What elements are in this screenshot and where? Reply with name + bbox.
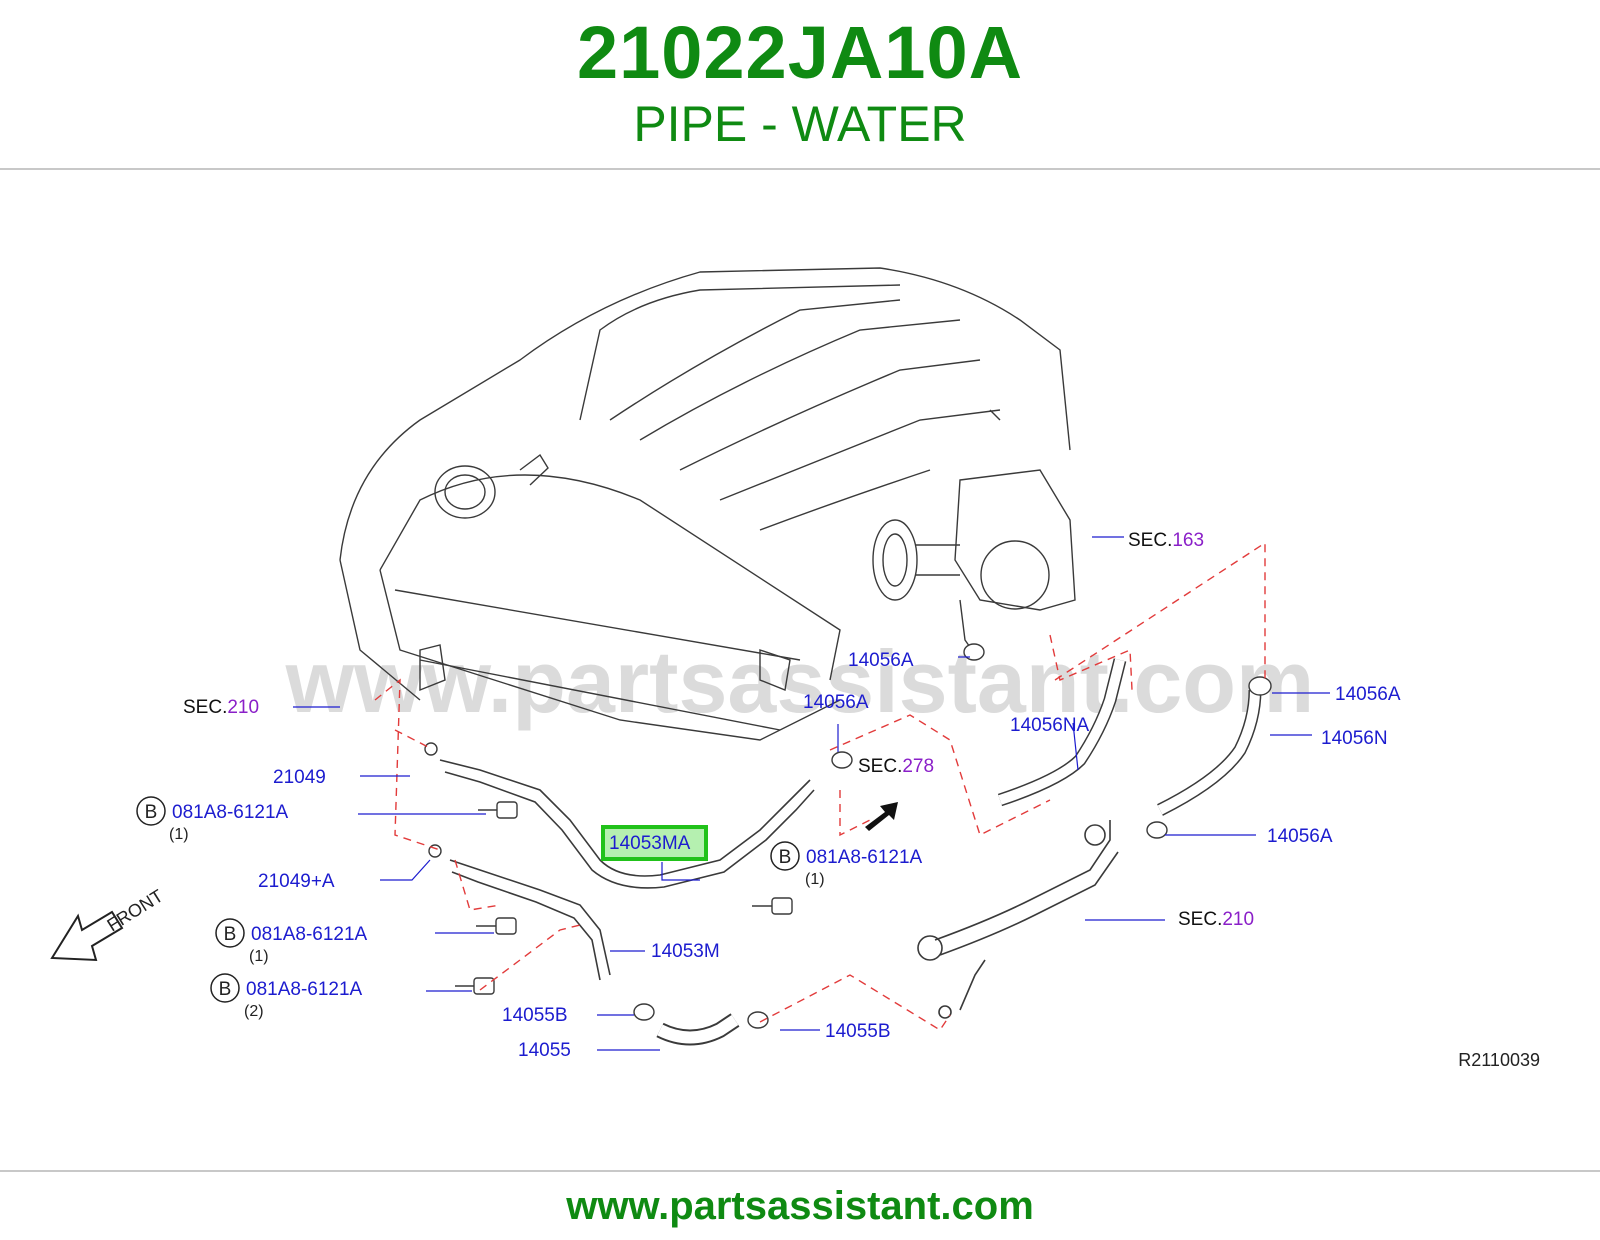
callout-14055B-1[interactable]: 14055B bbox=[502, 1005, 568, 1026]
bolt-symbol-2-letter: B bbox=[779, 847, 792, 868]
callout-bolt-2-qty: (1) bbox=[805, 871, 825, 888]
dashed-reference-lines bbox=[374, 541, 1266, 1031]
header: 21022JA10A PIPE - WATER bbox=[0, 0, 1600, 168]
callout-14056A-4[interactable]: 14056A bbox=[1267, 826, 1333, 847]
callout-bolt-1[interactable]: 081A8-6121A bbox=[172, 802, 289, 823]
bolt-symbol-1-letter: B bbox=[145, 802, 158, 823]
sec-prefix: SEC. bbox=[1128, 530, 1172, 551]
footer-divider bbox=[0, 1170, 1600, 1172]
callout-bolt-4[interactable]: 081A8-6121A bbox=[246, 979, 363, 1000]
bolt-symbol-3-letter: B bbox=[224, 924, 237, 945]
bolt-symbol-3 bbox=[215, 918, 245, 948]
part-highlight-box bbox=[601, 825, 708, 861]
callout-bolt-1-qty: (1) bbox=[169, 826, 189, 843]
part-number-title: 21022JA10A bbox=[576, 11, 1024, 94]
part-name-subtitle: PIPE - WATER bbox=[633, 96, 967, 152]
parts-diagram: www.partsassistant.com bbox=[50, 267, 1540, 1070]
callout-21049[interactable]: 21049 bbox=[273, 767, 326, 788]
callout-14056A-3[interactable]: 14056A bbox=[1335, 684, 1401, 705]
front-label: FRONT bbox=[104, 886, 167, 936]
bolt-symbol-4 bbox=[210, 973, 240, 1003]
callout-14056A-1[interactable]: 14056A bbox=[848, 650, 914, 671]
sec-number: 210 bbox=[227, 697, 259, 718]
sec-210-left-ref: SEC.210 bbox=[183, 697, 259, 718]
bolt-symbol-1 bbox=[136, 796, 166, 826]
callout-bolt-4-qty: (2) bbox=[244, 1003, 264, 1020]
header-divider bbox=[0, 168, 1600, 170]
callout-14053M[interactable]: 14053M bbox=[651, 941, 720, 962]
direction-arrow-icon bbox=[865, 802, 898, 831]
callout-bolt-3-qty: (1) bbox=[249, 948, 269, 965]
callout-14056N[interactable]: 14056N bbox=[1321, 728, 1388, 749]
sec-prefix: SEC. bbox=[858, 756, 902, 777]
callout-bolt-3[interactable]: 081A8-6121A bbox=[251, 924, 368, 945]
watermark-text: www.partsassistant.com bbox=[285, 632, 1315, 731]
callout-21049A[interactable]: 21049+A bbox=[258, 871, 335, 892]
callout-14055B-2[interactable]: 14055B bbox=[825, 1021, 891, 1042]
water-pipes bbox=[439, 658, 1262, 1046]
bolt-callouts: B 081A8-6121A (1) B 081A8-6121A (1) B 08… bbox=[136, 796, 923, 1020]
sec-references: SEC.163 SEC.210 SEC.278 SEC.210 bbox=[183, 530, 1254, 930]
callout-14056A-2[interactable]: 14056A bbox=[803, 692, 869, 713]
leader-lines bbox=[293, 536, 1330, 1051]
callout-14053MA[interactable]: 14053MA bbox=[609, 833, 691, 854]
sec-163-ref: SEC.163 bbox=[1128, 530, 1204, 551]
sec-210-right-ref: SEC.210 bbox=[1178, 909, 1254, 930]
sec-number: 163 bbox=[1172, 530, 1204, 551]
callout-bolt-2[interactable]: 081A8-6121A bbox=[806, 847, 923, 868]
footer-url-link[interactable]: www.partsassistant.com bbox=[566, 1184, 1034, 1228]
sec-number: 210 bbox=[1222, 909, 1254, 930]
bolt-symbol-2 bbox=[770, 841, 800, 871]
sec-number: 278 bbox=[902, 756, 934, 777]
front-arrow-icon bbox=[50, 910, 124, 962]
drawing-code: R2110039 bbox=[1458, 1050, 1540, 1070]
sec-prefix: SEC. bbox=[183, 697, 227, 718]
bolt-symbol-4-letter: B bbox=[219, 979, 232, 1000]
callout-14055[interactable]: 14055 bbox=[518, 1040, 571, 1061]
engine-illustration bbox=[339, 267, 1076, 741]
callout-14056NA[interactable]: 14056NA bbox=[1010, 715, 1090, 736]
clamps-and-bolts bbox=[424, 643, 1272, 1029]
part-callouts: 14056A 14056A 14056A 14056A 14056NA 1405… bbox=[258, 650, 1401, 1061]
sec-278-ref: SEC.278 bbox=[858, 756, 934, 777]
sec-prefix: SEC. bbox=[1178, 909, 1222, 930]
